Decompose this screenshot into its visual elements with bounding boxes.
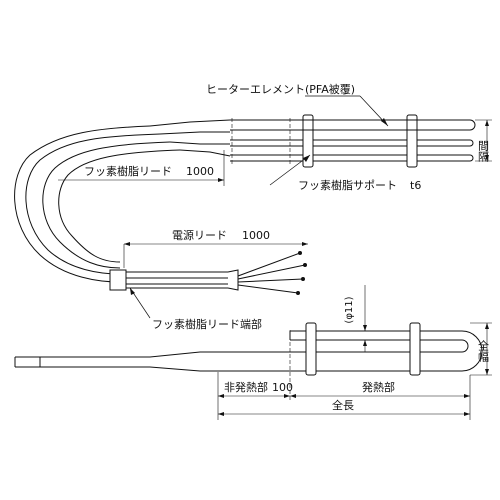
side-support-right [409, 322, 421, 376]
heating-part-label: 発熱部 [362, 380, 395, 394]
power-lead-label: 電源リード [172, 228, 227, 242]
power-lead-section: 電源リード 1000 フッ素樹脂リード端部 [109, 228, 308, 331]
pitch-label: 間隔 [477, 140, 490, 163]
non-heating-label: 非発熱部 [224, 380, 268, 394]
side-support-left [305, 322, 317, 376]
total-length-label: 全長 [332, 398, 354, 412]
support-plate-right [406, 114, 418, 168]
support-label: フッ素樹脂サポート [298, 178, 397, 192]
non-heating-length: 100 [272, 381, 293, 394]
power-lead-length: 1000 [242, 229, 270, 242]
diameter-label: (φ11) [344, 296, 355, 323]
support-plate-left [302, 114, 314, 168]
support-thickness: t6 [410, 179, 421, 192]
fluoro-lead-length: 1000 [186, 165, 214, 178]
top-heater-assembly: 間隔 ヒーターエレメント(PFA被覆) フッ素樹脂リード 1000 フッ素樹脂サ… [14, 83, 492, 283]
fluoro-lead-label: フッ素樹脂リード [84, 164, 172, 178]
side-view: (φ11) 全幅 非発熱部 100 発熱部 全長 [14, 285, 492, 420]
lead-end-label: フッ素樹脂リード端部 [152, 317, 262, 331]
width-label: 全幅 [477, 339, 490, 363]
heater-element-label: ヒーターエレメント(PFA被覆) [206, 83, 355, 96]
lead-end-sleeve [109, 269, 127, 291]
